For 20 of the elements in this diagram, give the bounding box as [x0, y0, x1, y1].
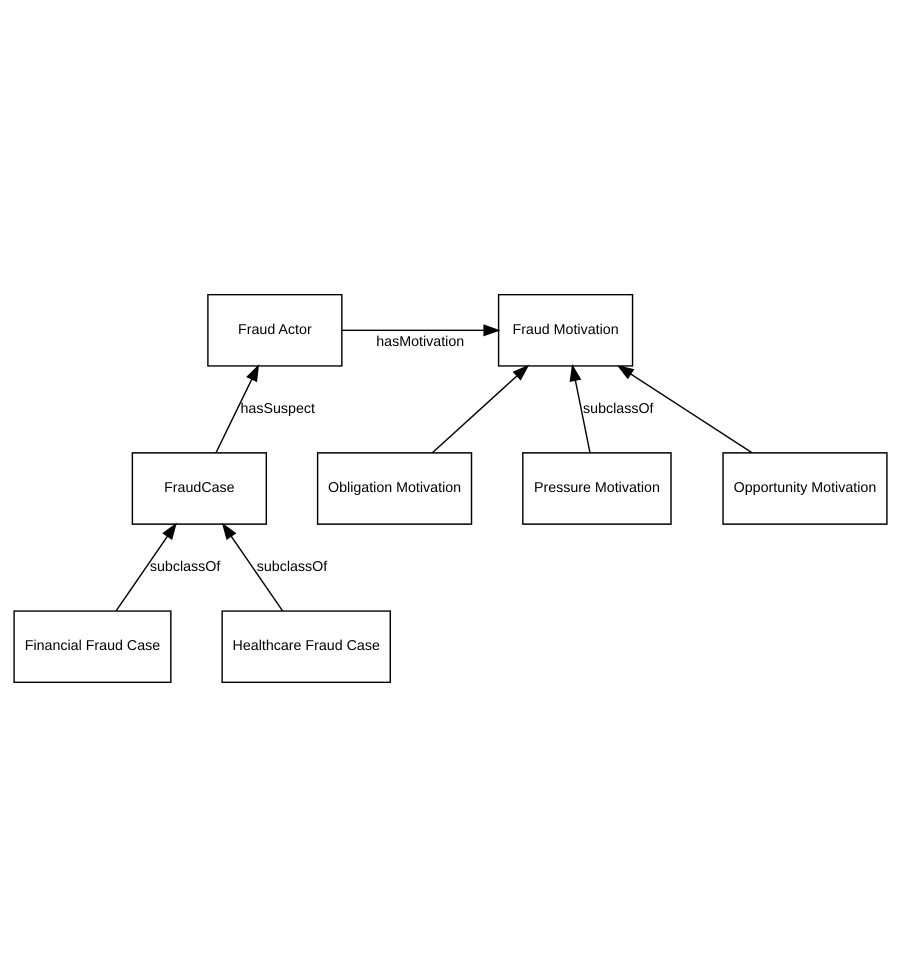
node-box: Obligation Motivation — [316, 452, 472, 525]
arrow — [222, 522, 284, 612]
node-box: Healthcare Fraud Case — [221, 610, 391, 684]
edge-label: subclassOf — [150, 559, 220, 576]
node-box: Fraud Actor — [207, 294, 343, 367]
node-box: FraudCase — [132, 452, 268, 525]
edge-label: subclassOf — [256, 559, 328, 576]
arrow — [432, 364, 530, 454]
arrow — [215, 364, 260, 453]
node-box: Fraud Motivation — [498, 294, 634, 367]
node-box: Financial Fraud Case — [13, 610, 172, 684]
arrow — [570, 364, 591, 453]
arrow — [616, 364, 752, 454]
node-box: Pressure Motivation — [522, 452, 672, 525]
edge-label: hasSuspect — [240, 400, 315, 417]
arrow — [342, 324, 500, 336]
arrow — [116, 522, 177, 612]
edge-label: hasMotivation — [376, 334, 464, 350]
edge-label: subclassOf — [583, 400, 654, 417]
node-box: Opportunity Motivation — [722, 452, 888, 525]
